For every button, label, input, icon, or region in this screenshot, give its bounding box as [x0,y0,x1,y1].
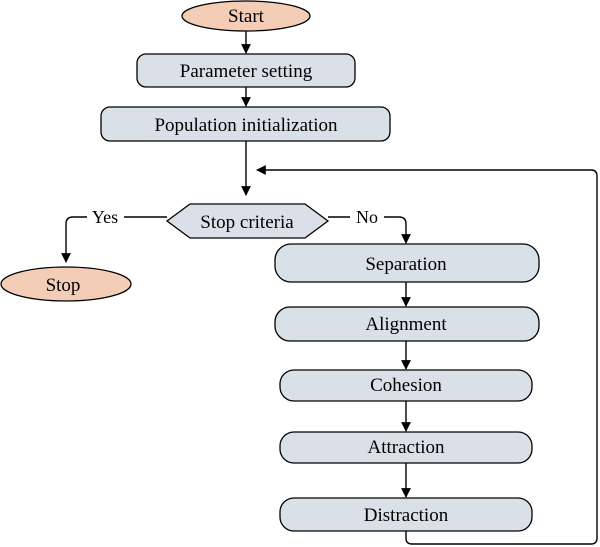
cohesion-label: Cohesion [370,375,442,396]
stop-label: Stop [46,275,81,296]
stop-criteria-label: Stop criteria [200,212,294,233]
alignment-label: Alignment [365,314,447,335]
yes-label: Yes [92,207,118,227]
no-arrow-to-separation [384,216,411,244]
distraction-label: Distraction [364,505,449,526]
yes-arrow-to-stop [61,216,87,263]
separation-label: Separation [365,254,447,275]
attraction-label: Attraction [367,437,445,458]
distraction-node: Distraction [279,497,533,532]
start-label: Start [228,6,265,27]
separation-node: Separation [274,243,540,283]
alignment-node: Alignment [274,306,540,342]
parameter-setting-node: Parameter setting [136,53,356,88]
cohesion-node: Cohesion [279,369,533,402]
loop-back-arrow [256,165,598,545]
parameter-setting-label: Parameter setting [180,61,313,82]
population-initialization-node: Population initialization [100,106,391,142]
population-initialization-label: Population initialization [154,115,338,136]
attraction-node: Attraction [279,431,533,464]
start-node: Start [181,0,311,32]
no-label: No [356,207,378,227]
stop-criteria-node: Stop criteria [165,203,330,239]
stop-node: Stop [0,266,132,302]
